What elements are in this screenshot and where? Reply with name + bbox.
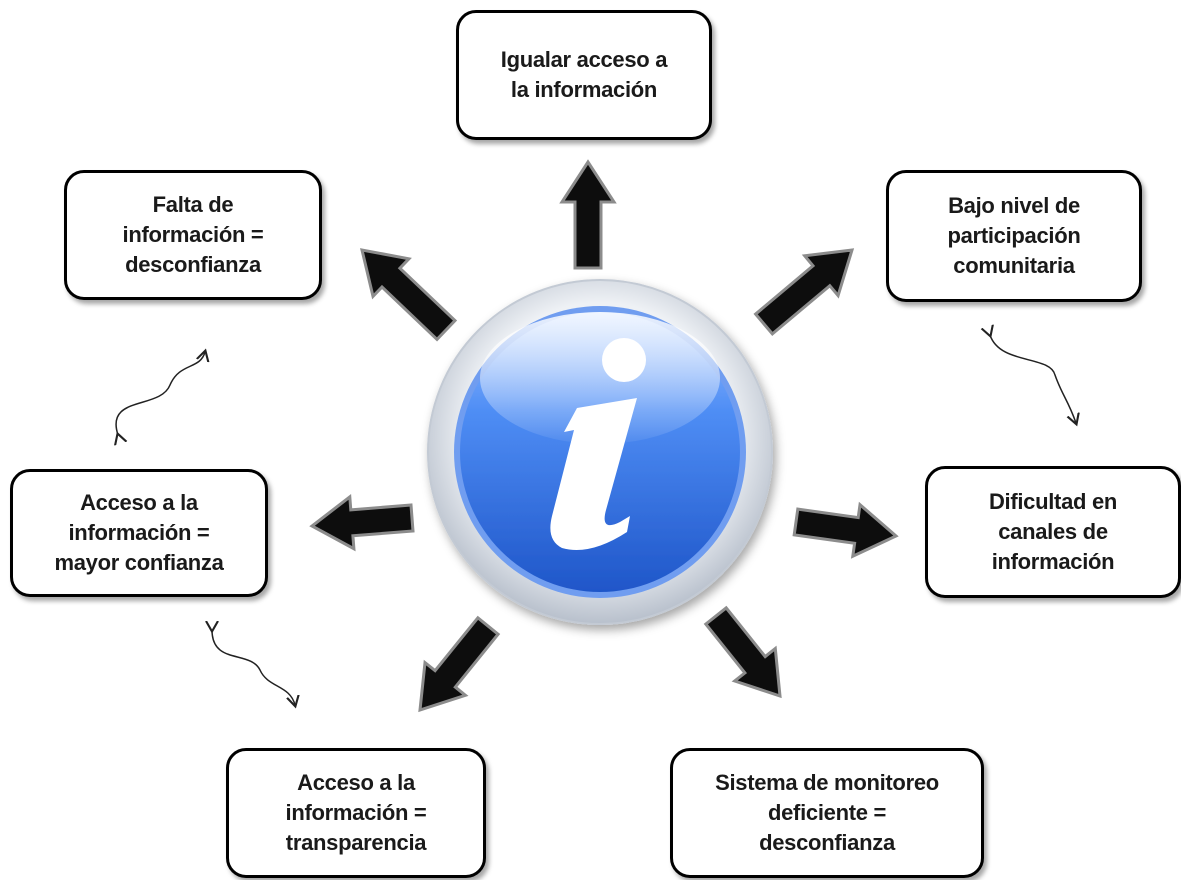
arrow-right bbox=[792, 501, 899, 559]
curved-arrow-left-top bbox=[116, 352, 205, 435]
node-middle-left: Acceso a la información = mayor confianz… bbox=[10, 469, 268, 597]
node-top: Igualar acceso a la información bbox=[456, 10, 712, 140]
arrow-top bbox=[559, 159, 617, 270]
arrow-bottom-left bbox=[418, 615, 501, 713]
node-middle-right: Dificultad en canales de información bbox=[925, 466, 1181, 598]
arrow-left bbox=[309, 494, 415, 552]
node-top-right: Bajo nivel de participación comunitaria bbox=[886, 170, 1142, 302]
node-bottom-left: Acceso a la información = transparencia bbox=[226, 748, 486, 878]
curved-arrow-right bbox=[990, 335, 1076, 423]
node-top-label: Igualar acceso a la información bbox=[500, 47, 668, 102]
node-top-left: Falta de información = desconfianza bbox=[64, 170, 322, 300]
node-bottom-right: Sistema de monitoreo deficiente = descon… bbox=[670, 748, 984, 878]
curved-arrow-left-bottom bbox=[212, 630, 295, 705]
info-icon bbox=[427, 279, 773, 625]
node-middle-right-label: Dificultad en canales de información bbox=[988, 489, 1118, 574]
node-top-right-label: Bajo nivel de participación comunitaria bbox=[947, 193, 1081, 278]
radial-arrows bbox=[309, 159, 899, 713]
arrow-bottom-right bbox=[703, 605, 782, 699]
node-bottom-left-label: Acceso a la información = transparencia bbox=[285, 770, 427, 855]
arrow-top-right bbox=[753, 248, 855, 337]
arrow-top-left bbox=[360, 248, 458, 342]
node-top-left-label: Falta de información = desconfianza bbox=[122, 192, 264, 277]
node-bottom-right-label: Sistema de monitoreo deficiente = descon… bbox=[715, 770, 939, 855]
node-middle-left-label: Acceso a la información = mayor confianz… bbox=[54, 490, 224, 575]
